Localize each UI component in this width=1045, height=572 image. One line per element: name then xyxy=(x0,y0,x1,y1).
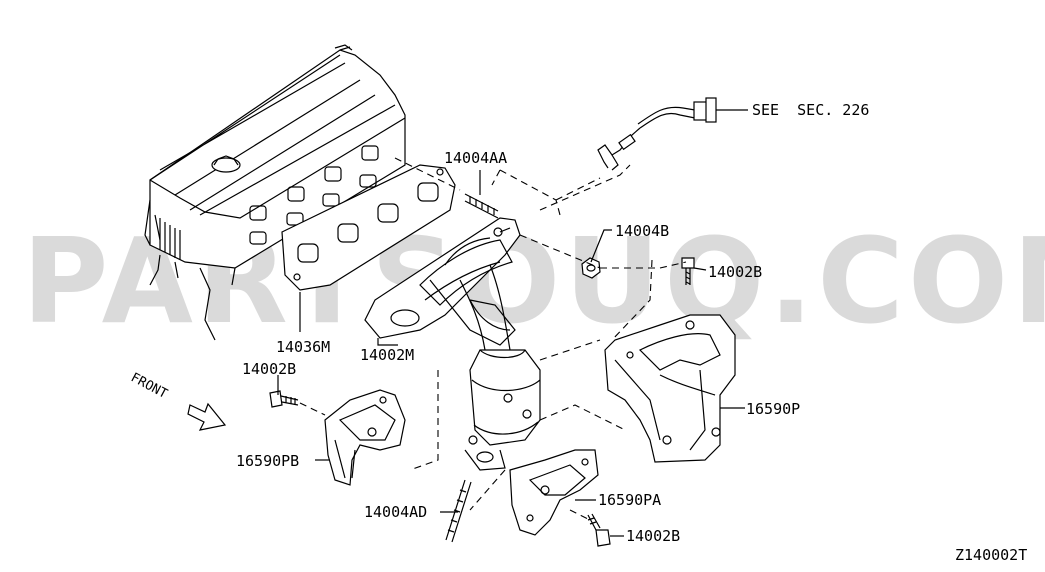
front-label: FRONT xyxy=(128,370,170,402)
exhaust-manifold-14002m xyxy=(364,217,521,351)
bolt-14002b-bottom xyxy=(587,513,611,547)
callout-14004b[interactable]: 14004B xyxy=(615,222,669,240)
callout-14002b-bottom[interactable]: 14002B xyxy=(626,527,680,545)
callout-16590p[interactable]: 16590P xyxy=(746,400,800,418)
callout-14036m[interactable]: 14036M xyxy=(276,338,330,356)
callout-14004aa[interactable]: 14004AA xyxy=(444,149,507,167)
front-direction-arrow: FRONT xyxy=(128,370,227,431)
callout-16590pb[interactable]: 16590PB xyxy=(236,452,299,470)
oxygen-sensor xyxy=(597,97,748,171)
diagram-code: Z140002T xyxy=(955,546,1027,564)
cylinder-head-illustration xyxy=(144,44,406,341)
heat-shield-16590p xyxy=(604,314,736,463)
phantom-lines xyxy=(299,157,687,521)
callout-14002m[interactable]: 14002M xyxy=(360,346,414,364)
heat-shield-16590pb xyxy=(324,389,406,486)
leader-lines xyxy=(277,267,745,537)
gasket-14036m xyxy=(281,164,456,291)
callout-14004ad[interactable]: 14004AD xyxy=(364,503,427,521)
callout-14002b-left[interactable]: 14002B xyxy=(242,360,296,378)
callout-14002b-top[interactable]: 14002B xyxy=(708,263,762,281)
bolt-14002b-left xyxy=(269,390,299,408)
stud-14004aa xyxy=(464,170,499,219)
catalytic-converter xyxy=(464,349,541,471)
stud-14004ad xyxy=(445,479,472,543)
heat-shield-16590pa xyxy=(509,449,599,536)
callout-16590pa[interactable]: 16590PA xyxy=(598,491,661,509)
callout-see-sec-226[interactable]: SEE SEC. 226 xyxy=(752,101,869,119)
